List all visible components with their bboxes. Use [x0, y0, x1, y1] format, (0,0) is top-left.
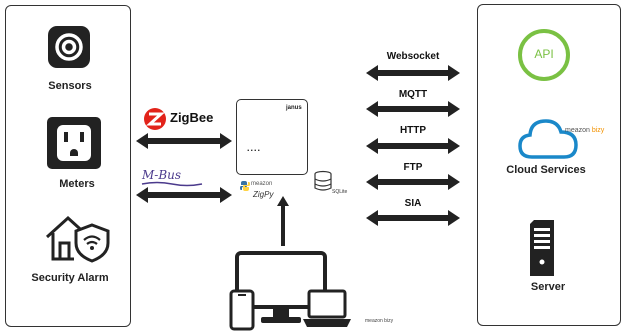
device-label-security-alarm: Security Alarm: [31, 272, 109, 284]
protocol-label-mqtt: MQTT: [398, 89, 428, 100]
cloud-brand: meazon bizy: [565, 127, 604, 134]
client-devices-icon: [229, 251, 351, 331]
http-arrow: [366, 138, 460, 154]
gateway-name: janus: [286, 105, 302, 111]
cloud-brand-suffix: bizy: [591, 127, 605, 134]
device-label-sensors: Sensors: [48, 80, 92, 92]
database-icon: [314, 170, 332, 191]
database-label: SQLite: [332, 189, 348, 195]
cloud-services-label: Cloud Services: [506, 164, 586, 176]
mbus-label: M-Bus: [142, 168, 182, 182]
zigbee-label: ZigBee: [170, 110, 214, 125]
gateway-brand-top: meazon: [251, 181, 273, 187]
mbus-logo-icon: M-Bus: [141, 168, 203, 188]
protocol-label-sia: SIA: [404, 198, 422, 209]
server-label: Server: [530, 281, 566, 293]
bottom-brand: meazon bizy: [365, 318, 394, 324]
server-icon: [530, 220, 554, 276]
websocket-arrow: [366, 65, 460, 81]
mbus-arrow: [136, 187, 232, 203]
api-circle: API: [518, 29, 570, 81]
gateway-brand-bottom: ZigPy: [253, 190, 274, 199]
sensor-icon: [48, 26, 90, 68]
python-logo-icon: [240, 181, 250, 191]
power-outlet-icon: [47, 117, 101, 169]
zigbee-arrow: [136, 133, 232, 149]
cloud-icon: [518, 119, 578, 159]
upload-arrow: [277, 196, 289, 246]
sia-arrow: [366, 210, 460, 226]
mqtt-arrow: [366, 101, 460, 117]
protocol-label-http: HTTP: [399, 125, 427, 136]
gateway-box: janus ....: [236, 99, 308, 175]
ftp-arrow: [366, 174, 460, 190]
api-label: API: [534, 47, 554, 61]
device-label-meters: Meters: [59, 178, 95, 190]
home-security-icon: [45, 215, 110, 263]
gateway-dots: ....: [247, 143, 262, 153]
protocol-label-websocket: Websocket: [386, 51, 440, 62]
zigbee-logo-icon: [144, 108, 166, 130]
cloud-brand-name: meazon: [565, 127, 590, 134]
protocol-label-ftp: FTP: [403, 162, 423, 173]
